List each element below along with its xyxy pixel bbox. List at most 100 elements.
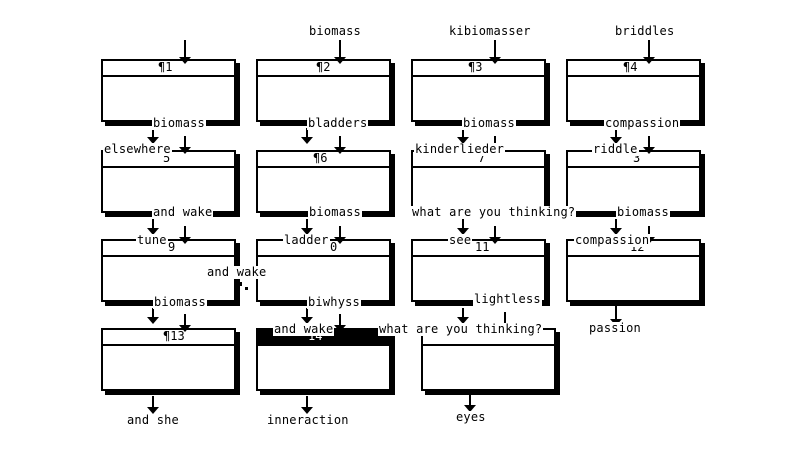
link-label[interactable]: eyes — [455, 410, 487, 424]
card-titlebar: ¶4 — [568, 60, 699, 77]
card-titlebar: 5 — [103, 151, 234, 168]
card-titlebar: ¶3 — [413, 60, 544, 77]
card-body: ¶4 — [566, 59, 701, 122]
card-titlebar: ¶13 — [103, 329, 234, 346]
card-titlebar — [423, 330, 554, 346]
arrow-down-icon — [334, 314, 346, 333]
card-titlebar: 11 — [413, 240, 544, 257]
card-body: ¶6 — [256, 150, 391, 213]
arrow-down-icon — [464, 394, 476, 413]
arrow-down-icon — [610, 219, 622, 236]
card-number: ¶3 — [468, 60, 483, 74]
link-label[interactable]: see — [448, 233, 473, 247]
arrow-down-icon — [147, 396, 159, 415]
card-number: ¶6 — [313, 151, 328, 165]
card-body: 3 — [566, 150, 701, 213]
card-body: 12 — [566, 239, 701, 302]
arrow-down-icon — [489, 40, 501, 65]
arrow-down-icon — [457, 219, 469, 236]
link-label[interactable]: inneraction — [266, 413, 350, 427]
link-label[interactable]: biomass — [462, 116, 516, 130]
card-c13[interactable]: ¶13 — [101, 328, 240, 395]
link-label[interactable]: biomass — [308, 24, 362, 38]
card-titlebar: 0 — [258, 240, 389, 257]
card-titlebar: ¶2 — [258, 60, 389, 77]
card-body: ¶13 — [101, 328, 236, 391]
card-number: ¶4 — [623, 60, 638, 74]
connector-mark — [238, 282, 242, 286]
link-label[interactable]: and she — [126, 413, 180, 427]
card-c2[interactable]: ¶2 — [256, 59, 395, 126]
link-label[interactable]: and wake — [273, 322, 335, 336]
card-c14[interactable]: 14 — [256, 328, 395, 395]
card-c8[interactable]: 3 — [566, 150, 705, 217]
arrow-down-icon — [179, 226, 191, 245]
link-label[interactable]: kinderlieder — [414, 142, 506, 156]
arrow-down-icon — [457, 128, 469, 145]
arrow-down-icon — [610, 128, 622, 145]
card-number: ¶1 — [158, 60, 173, 74]
card-body: 14 — [256, 328, 391, 391]
card-body: ¶2 — [256, 59, 391, 122]
card-body: 7 — [411, 150, 546, 213]
link-label[interactable]: what are you thinking? — [411, 205, 577, 219]
link-label[interactable]: lightless — [473, 292, 542, 306]
card-titlebar: 7 — [413, 151, 544, 168]
card-c11[interactable]: 11 — [411, 239, 550, 306]
connector-mark — [245, 287, 248, 290]
card-c10[interactable]: 0 — [256, 239, 395, 306]
card-body — [421, 328, 556, 391]
card-number: 9 — [168, 240, 176, 254]
link-label[interactable]: compassion — [574, 233, 651, 247]
arrow-down-icon — [179, 40, 191, 65]
arrow-down-icon — [301, 128, 313, 145]
link-label[interactable]: what are you thinking? — [378, 322, 544, 336]
link-label[interactable]: biomass — [153, 295, 207, 309]
link-label[interactable]: elsewhere — [103, 142, 172, 156]
card-number: 11 — [475, 240, 490, 254]
arrow-down-icon — [334, 136, 346, 155]
link-label[interactable]: biomass — [308, 205, 362, 219]
link-label[interactable]: compassion — [604, 116, 681, 130]
link-label[interactable]: kibiomasser — [448, 24, 532, 38]
link-label[interactable]: passion — [588, 321, 642, 335]
card-body: ¶1 — [101, 59, 236, 122]
arrow-down-icon — [334, 226, 346, 245]
card-body: 0 — [256, 239, 391, 302]
link-label[interactable]: biwhyss — [307, 295, 361, 309]
link-label[interactable]: biomass — [616, 205, 670, 219]
link-label[interactable]: and wake — [152, 205, 214, 219]
arrow-down-icon — [179, 314, 191, 333]
link-label[interactable]: tune — [136, 233, 168, 247]
card-titlebar: 9 — [103, 240, 234, 257]
card-c1[interactable]: ¶1 — [101, 59, 240, 126]
link-label[interactable]: biomass — [152, 116, 206, 130]
card-number: 3 — [633, 151, 641, 165]
card-c3[interactable]: ¶3 — [411, 59, 550, 126]
arrow-down-icon — [301, 396, 313, 415]
card-c6[interactable]: ¶6 — [256, 150, 395, 217]
card-c4[interactable]: ¶4 — [566, 59, 705, 126]
link-label[interactable]: ladder — [283, 233, 330, 247]
link-label[interactable]: bladders — [307, 116, 369, 130]
arrow-down-icon — [334, 40, 346, 65]
arrow-down-icon — [179, 136, 191, 155]
arrow-down-icon — [457, 308, 469, 325]
card-body: ¶3 — [411, 59, 546, 122]
card-c12[interactable]: 12 — [566, 239, 705, 306]
card-number: ¶13 — [163, 329, 185, 343]
link-label[interactable]: briddles — [614, 24, 676, 38]
arrow-down-icon — [147, 308, 159, 325]
link-label[interactable]: riddle — [592, 142, 639, 156]
card-number: ¶2 — [316, 60, 331, 74]
arrow-down-icon — [643, 136, 655, 155]
card-c15[interactable] — [421, 328, 560, 395]
arrow-down-icon — [301, 308, 313, 325]
card-titlebar: ¶1 — [103, 60, 234, 77]
arrow-down-icon — [643, 40, 655, 65]
card-number: 7 — [478, 151, 486, 165]
arrow-down-icon — [147, 219, 159, 236]
link-label[interactable]: and wake — [206, 265, 268, 279]
card-titlebar: ¶6 — [258, 151, 389, 168]
card-body: 5 — [101, 150, 236, 213]
